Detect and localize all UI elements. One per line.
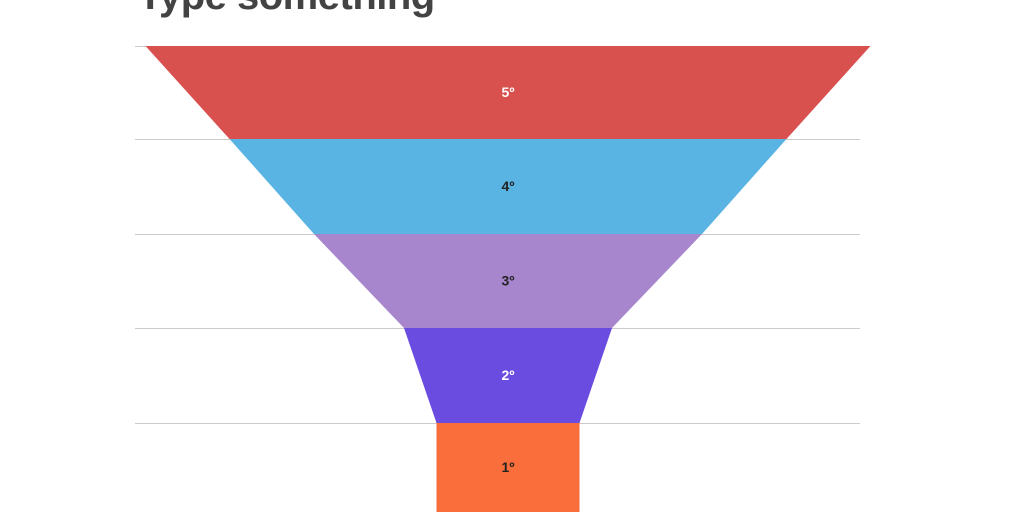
funnel-segment-label: 1º: [502, 459, 515, 475]
chart-title: Type something: [138, 0, 435, 18]
funnel-segment[interactable]: [436, 423, 580, 512]
funnel-segment-label: 5º: [502, 84, 515, 100]
funnel-segment-label: 3º: [502, 273, 515, 289]
funnel-segment-label: 2º: [502, 367, 515, 383]
funnel-segment[interactable]: [145, 46, 871, 139]
funnel-segment-label: 4º: [502, 178, 515, 194]
funnel-segment[interactable]: [314, 234, 702, 328]
funnel-segment[interactable]: [404, 328, 612, 423]
funnel-segment[interactable]: [229, 139, 787, 234]
